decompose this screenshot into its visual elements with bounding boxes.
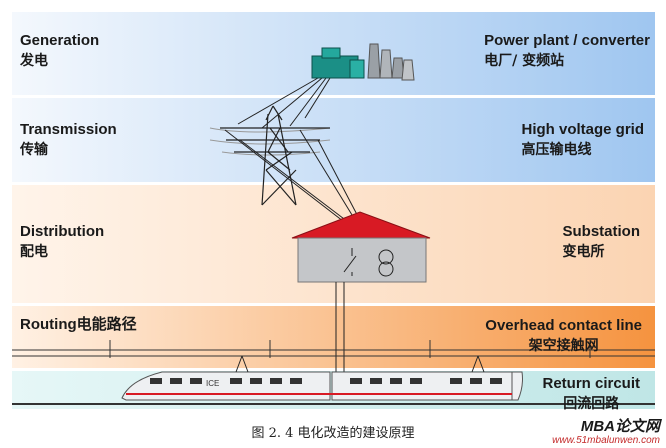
hv-grid-label: High voltage grid 高压输电线 bbox=[521, 121, 644, 158]
return-circuit-label: Return circuit 回流回路 bbox=[542, 375, 640, 412]
pantograph bbox=[235, 355, 485, 373]
train-icon: ICE bbox=[121, 371, 523, 401]
transmission-label: Transmission 传输 bbox=[20, 121, 117, 158]
contact-line bbox=[12, 340, 655, 358]
power-plant-label: Power plant / converter 电厂/ 变频站 bbox=[484, 32, 650, 69]
generation-label: Generation 发电 bbox=[20, 32, 100, 69]
plant-to-tower-wires bbox=[237, 77, 331, 129]
watermark: MBA论文网 www.51mbalunwen.com bbox=[552, 418, 660, 447]
power-plant-icon bbox=[311, 43, 415, 81]
train-label: ICE bbox=[206, 379, 219, 388]
pylon-to-substation-wires bbox=[224, 129, 365, 229]
distribution-label: Distribution 配电 bbox=[20, 223, 105, 260]
routing-label: Routing电能路径 bbox=[20, 316, 137, 333]
hv-wires bbox=[209, 127, 331, 156]
watermark-brand: MBA论文网 bbox=[580, 418, 660, 435]
contact-line-label: Overhead contact line 架空接触网 bbox=[485, 317, 642, 354]
figure-caption: 图 2. 4 电化改造的建设原理 bbox=[251, 426, 415, 441]
watermark-url: www.51mbalunwen.com bbox=[552, 435, 660, 446]
routing-band bbox=[12, 306, 655, 368]
substation-icon bbox=[291, 211, 431, 283]
substation-feeders bbox=[335, 282, 345, 378]
transmission-band bbox=[12, 98, 655, 182]
substation-label: Substation 变电所 bbox=[562, 223, 641, 260]
